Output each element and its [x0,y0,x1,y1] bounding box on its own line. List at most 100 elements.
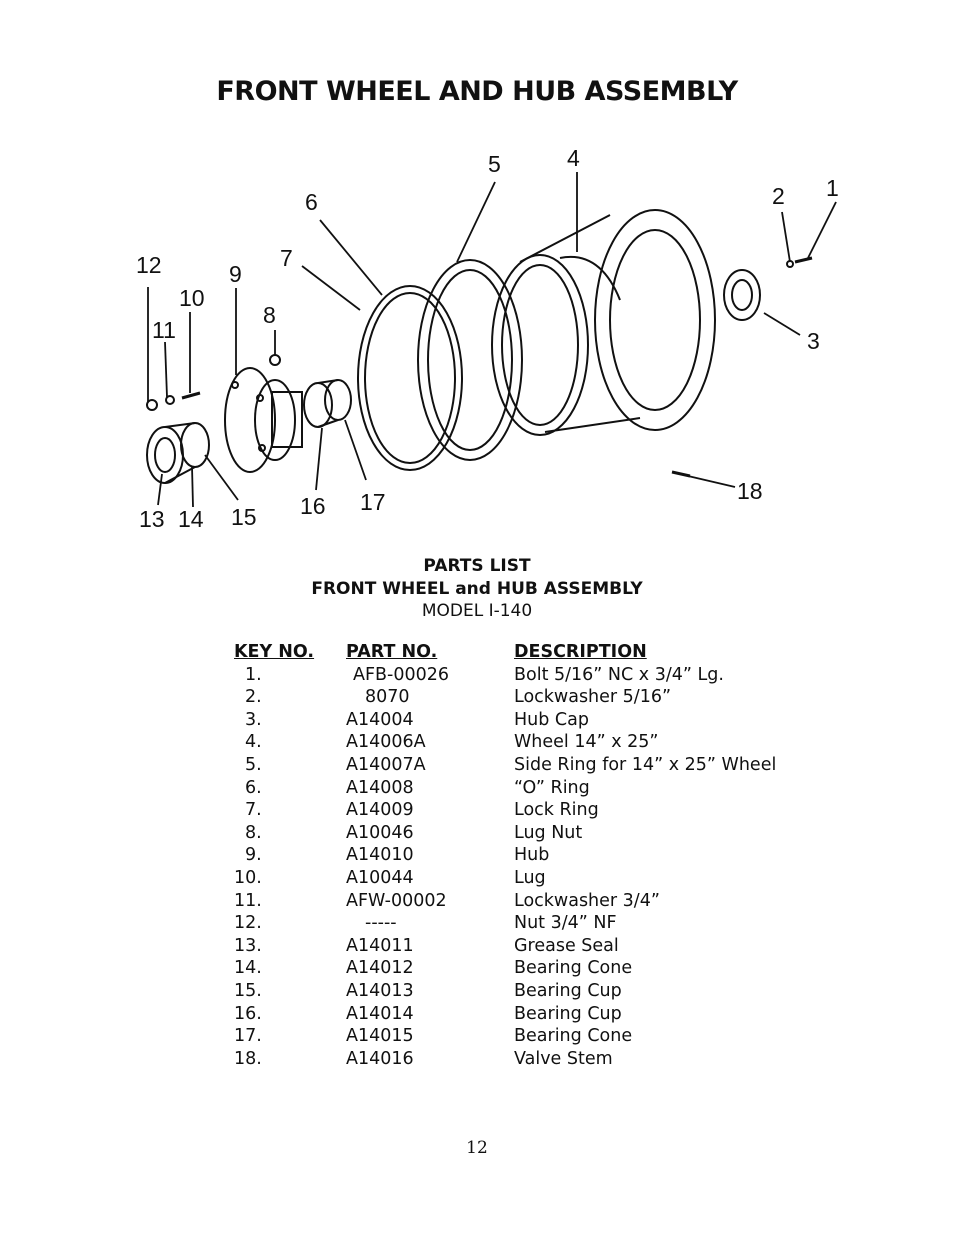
key-number: 16. [234,1003,262,1024]
callout-14: 14 [178,506,204,532]
part-description: Valve Stem [514,1048,613,1069]
callout-15: 15 [231,504,257,530]
key-number: 8. [245,822,262,843]
part-description: Bearing Cone [514,958,633,979]
callout-6: 6 [305,189,318,215]
table-row: 2. 8070 Lockwasher 5/16” [0,686,954,709]
part-number: A14014 [346,1003,414,1024]
callout-4: 4 [567,145,580,171]
side-ring [417,259,523,461]
part-description: Nut 3/4” NF [514,913,617,934]
hub [224,367,303,473]
table-row: 18. A14016 Valve Stem [0,1048,954,1071]
page-number: 12 [466,1138,488,1158]
key-number: 13. [234,935,262,956]
part-description: Side Ring for 14” x 25” Wheel [514,754,777,775]
table-row: 12. ----- Nut 3/4” NF [0,912,954,935]
key-number: 17. [234,1026,262,1047]
callout-2: 2 [772,183,785,209]
table-row: 7. A14009 Lock Ring [0,799,954,822]
part-description: Lug [514,867,546,888]
key-number: 18. [234,1048,262,1069]
callout-13: 13 [139,506,165,532]
part-description: “O” Ring [514,777,590,798]
key-number: 15. [234,980,262,1001]
lock-ring [357,285,463,471]
rear-bearing [303,379,352,428]
table-row: 16. A14014 Bearing Cup [0,1003,954,1026]
part-number: A14004 [346,709,414,730]
part-number: A14016 [346,1048,414,1069]
front-bearing-seal [146,422,210,484]
part-description: Lug Nut [514,822,583,843]
part-number: A10046 [346,822,414,843]
part-description: Hub [514,845,550,866]
key-number: 10. [234,867,262,888]
part-description: Grease Seal [514,935,619,956]
part-number: AFW-00002 [346,890,447,911]
table-row: 8. A10046 Lug Nut [0,822,954,845]
part-number: A14006A [346,732,426,753]
part-number: AFB-00026 [353,664,450,685]
key-number: 11. [234,890,262,911]
key-number: 6. [245,777,262,798]
parts-list-heading: PARTS LIST [423,556,531,576]
callout-8: 8 [263,302,276,328]
leader-lines [147,172,837,508]
part-description: Lock Ring [514,800,599,821]
key-number: 4. [245,732,262,753]
key-number: 12. [234,913,262,934]
table-row: 4. A14006A Wheel 14” x 25” [0,731,954,754]
part-description: Wheel 14” x 25” [514,732,659,753]
key-number: 5. [245,754,262,775]
part-number: A14013 [346,980,414,1001]
table-row: 11. AFW-00002 Lockwasher 3/4” [0,890,954,913]
callout-9: 9 [229,261,242,287]
part-number: A14009 [346,800,414,821]
column-header-description: DESCRIPTION [514,642,647,662]
part-description: Hub Cap [514,709,589,730]
callout-1: 1 [826,175,839,201]
part-number: A14015 [346,1026,414,1047]
callout-3: 3 [807,328,820,354]
part-number: A14007A [346,754,426,775]
key-number: 14. [234,958,262,979]
hub-cap [723,269,761,321]
part-description: Bearing Cup [514,1003,622,1024]
page-title: FRONT WHEEL AND HUB ASSEMBLY [216,76,738,107]
key-number: 7. [245,800,262,821]
model-label: MODEL I-140 [421,601,533,621]
callout-10: 10 [179,285,205,311]
table-row: 5. A14007A Side Ring for 14” x 25” Wheel [0,754,954,777]
table-row: 9. A14010 Hub [0,844,954,867]
parts-table: KEY NO. PART NO. DESCRIPTION 1.AFB-00026… [0,641,954,1070]
wheel-rim [491,209,716,436]
exploded-assembly-diagram: 1 2 3 4 5 6 7 8 9 10 11 12 13 14 15 16 1… [136,145,839,532]
table-row: 6.A14008“O” Ring [0,777,954,800]
table-row: 10. A10044 Lug [0,867,954,890]
part-number: ----- [365,913,397,934]
parts-list-subheading: FRONT WHEEL and HUB ASSEMBLY [311,579,643,599]
column-header-key: KEY NO. [234,642,315,662]
callout-18: 18 [737,478,763,504]
part-description: Bolt 5/16” NC x 3/4” Lg. [514,664,724,685]
part-number: 8070 [365,687,410,708]
key-number: 2. [245,687,262,708]
part-description: Bearing Cone [514,1026,633,1047]
part-description: Lockwasher 3/4” [514,890,660,911]
table-header-row: KEY NO. PART NO. DESCRIPTION [0,641,954,664]
callout-12: 12 [136,252,162,278]
callout-labels: 1 2 3 4 5 6 7 8 9 10 11 12 13 14 15 16 1… [136,145,839,532]
table-row: 15. A14013 Bearing Cup [0,980,954,1003]
table-row: 17. A14015 Bearing Cone [0,1025,954,1048]
part-description: Bearing Cup [514,980,622,1001]
callout-16: 16 [300,493,326,519]
part-number: A10044 [346,867,414,888]
part-number: A14010 [346,845,414,866]
callout-7: 7 [280,245,293,271]
part-description: Lockwasher 5/16” [514,687,672,708]
key-number: 9. [245,845,262,866]
